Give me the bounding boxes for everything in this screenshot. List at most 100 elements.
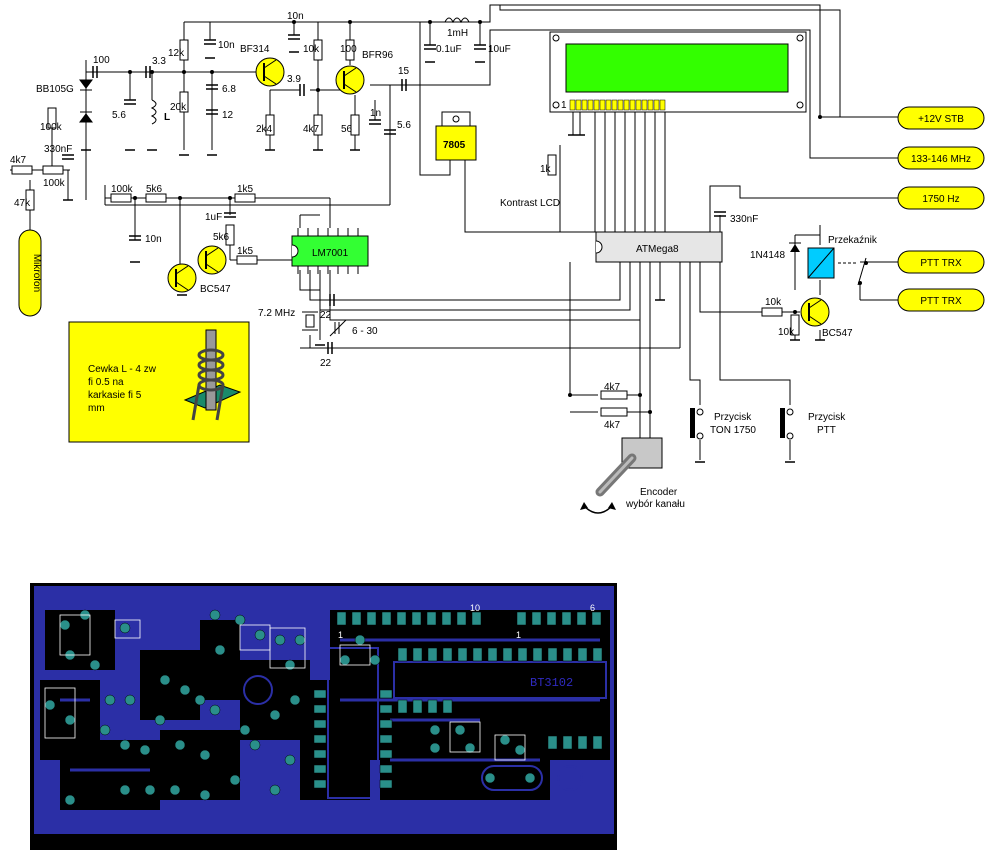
- label-c6-8: 6.8: [222, 84, 236, 95]
- label-r10k-top: 10k: [303, 44, 320, 55]
- label-c10n-mid: 10n: [287, 11, 304, 22]
- tag-freq: 133-146 MHz: [911, 154, 971, 165]
- tag-ptt-2: PTT TRX: [920, 296, 962, 307]
- label-r1k5-b: 1k5: [237, 246, 254, 257]
- encoder: [580, 437, 663, 514]
- label-choke: 1mH: [447, 28, 468, 39]
- label-c5-6-a: 5.6: [112, 110, 126, 121]
- coil-note-box: Cewka L - 4 zw fi 0.5 na karkasie fi 5 m…: [68, 321, 250, 443]
- pcb-pin6: 6: [590, 603, 595, 613]
- label-c5-6-b: 5.6: [397, 120, 411, 131]
- label-c10uf: 10uF: [488, 44, 511, 55]
- label-c330nf-mcu: 330nF: [730, 214, 758, 225]
- button-ton: [690, 408, 704, 440]
- button-ptt: [780, 408, 794, 440]
- label-c22-a: 22: [320, 310, 332, 321]
- crystal: [302, 311, 318, 331]
- label-c01uf: 0.1uF: [436, 44, 462, 55]
- mcu-label: ATMega8: [636, 244, 679, 255]
- label-bc547-a: BC547: [200, 284, 231, 295]
- label-r56: 56: [341, 124, 353, 135]
- transistor-bc547-b: [197, 245, 227, 275]
- transistor-bc547-c: [800, 297, 830, 327]
- label-r5k6-a: 5k6: [146, 184, 163, 195]
- choke-symbol: [444, 17, 470, 24]
- transistor-bc547-a: [167, 263, 197, 293]
- label-c1n: 1n: [370, 108, 381, 119]
- label-c1uf: 1uF: [205, 212, 222, 223]
- coil-note-text: Cewka L - 4 zw fi 0.5 na karkasie fi 5 m…: [88, 364, 159, 414]
- label-r5k6-b: 5k6: [213, 232, 230, 243]
- relay: [807, 247, 868, 286]
- label-r100-top: 100: [340, 44, 357, 55]
- label-r1k5-a: 1k5: [237, 184, 254, 195]
- label-c15: 15: [398, 66, 410, 77]
- label-relay: Przekaźnik: [828, 235, 878, 246]
- label-c3-3: 3.3: [152, 56, 166, 67]
- label-r4k7-d: 4k7: [604, 420, 621, 431]
- label-trimmer: 6 - 30: [352, 326, 378, 337]
- label-coil-l: L: [164, 112, 170, 123]
- tag-mic: Mikrofon: [31, 254, 42, 292]
- label-varicap: BB105G: [36, 84, 74, 95]
- component-labels: BB105G 100 3.3 12k 10n 10n BF314 10k 100…: [10, 11, 878, 510]
- tag-1750: 1750 Hz: [922, 194, 959, 205]
- regulator-7805: 7805: [435, 111, 477, 161]
- diode-1n4148: [789, 242, 801, 252]
- label-bf314: BF314: [240, 44, 270, 55]
- pcb-pin1-b: 1: [516, 630, 521, 640]
- label-r2k4: 2k4: [256, 124, 273, 135]
- label-r20k: 20k: [170, 102, 187, 113]
- mcu-atmega8: ATMega8: [595, 231, 723, 263]
- label-c10n-low: 10n: [145, 234, 162, 245]
- label-r47k: 47k: [14, 198, 31, 209]
- label-contrast: Kontrast LCD: [500, 198, 560, 209]
- label-r4k7-b: 4k7: [10, 155, 27, 166]
- transistor-bf314: [255, 57, 285, 87]
- trimmer-capacitor: [329, 319, 347, 337]
- label-r100k-b: 100k: [111, 184, 134, 195]
- label-1n4148: 1N4148: [750, 250, 785, 261]
- label-r100k-a: 100k: [40, 122, 63, 133]
- label-c3-9: 3.9: [287, 74, 301, 85]
- label-r4k7-a: 4k7: [303, 124, 320, 135]
- label-pot1k: 1k: [540, 164, 552, 175]
- pcb-pin1-a: 1: [338, 630, 343, 640]
- lcd-pin1-label: 1: [561, 100, 567, 111]
- tag-ptt-1: PTT TRX: [920, 258, 962, 269]
- tag-12v: +12V STB: [918, 114, 964, 125]
- pcb-pin10: 10: [470, 603, 480, 613]
- label-bfr96: BFR96: [362, 50, 394, 61]
- lcd-display: 1: [549, 31, 807, 113]
- pcb-layout: BT3102: [30, 583, 617, 850]
- signal-tags: +12V STB 133-146 MHz 1750 Hz PTT TRX PTT…: [18, 106, 985, 317]
- ground-symbols: [25, 51, 825, 463]
- label-r10k-a: 10k: [765, 297, 782, 308]
- varicap-symbol: [79, 79, 93, 123]
- label-c100: 100: [93, 55, 110, 66]
- coil-illustration: [183, 329, 242, 421]
- regulator-label: 7805: [443, 140, 466, 151]
- pll-chip-lm7001: LM7001: [291, 228, 369, 274]
- transistor-bfr96: [335, 65, 365, 95]
- pcb-chip-text: BT3102: [530, 676, 573, 690]
- label-c12: 12: [222, 110, 234, 121]
- label-c10n-top: 10n: [218, 40, 235, 51]
- coil-symbol: [150, 99, 157, 125]
- label-r4k7-c: 4k7: [604, 382, 621, 393]
- junctions: [128, 20, 822, 414]
- label-crystal: 7.2 MHz: [258, 308, 295, 319]
- label-r12k: 12k: [168, 48, 185, 59]
- pll-label: LM7001: [312, 248, 349, 259]
- label-c330nf: 330nF: [44, 144, 72, 155]
- label-r10k-b: 10k: [778, 327, 795, 338]
- label-bc547-c: BC547: [822, 328, 853, 339]
- capacitors: [62, 34, 726, 354]
- resistors: [11, 39, 800, 417]
- label-pot100k: 100k: [43, 178, 66, 189]
- label-c22-b: 22: [320, 358, 332, 369]
